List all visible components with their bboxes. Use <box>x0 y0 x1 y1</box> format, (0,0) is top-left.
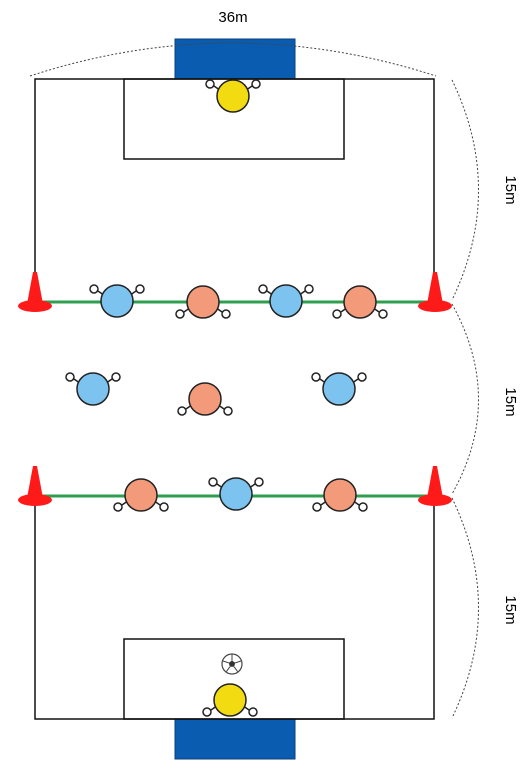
blue-player <box>258 284 314 318</box>
orange-player <box>332 285 388 319</box>
bottom-goal <box>174 718 296 760</box>
orange-player <box>177 382 233 416</box>
blue-player <box>208 477 264 511</box>
orange-player <box>175 285 231 319</box>
cone-upper-right <box>418 272 452 312</box>
middle-zone-dimension-arc <box>451 303 479 495</box>
cone-upper-left <box>18 272 52 312</box>
blue-player <box>89 284 145 318</box>
bottom-zone-dimension-arc <box>451 497 479 719</box>
cone-lower-left <box>18 466 52 506</box>
cone-lower-right <box>418 466 452 506</box>
top-goal <box>174 38 296 80</box>
top-zone-dimension-arc <box>451 79 479 301</box>
width-dimension-arc <box>29 42 437 77</box>
blue-player <box>65 372 121 406</box>
goalkeeper-bottom <box>202 683 258 717</box>
bottom-penalty-box <box>123 638 345 720</box>
soccer-ball-icon <box>221 653 243 675</box>
bottom-zone-label: 15m <box>502 595 519 624</box>
orange-player <box>113 478 169 512</box>
goalkeeper-top <box>205 79 261 113</box>
middle-zone-label: 15m <box>502 387 519 416</box>
orange-player <box>312 478 368 512</box>
width-label: 36m <box>218 9 247 26</box>
top-penalty-box <box>123 78 345 160</box>
top-zone-label: 15m <box>502 175 519 204</box>
blue-player <box>311 372 367 406</box>
